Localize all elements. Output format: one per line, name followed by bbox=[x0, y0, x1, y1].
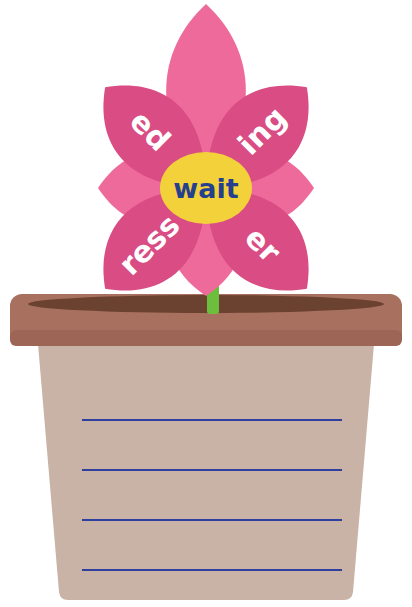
writing-line bbox=[82, 419, 342, 421]
base-word: wait bbox=[173, 175, 238, 202]
center-disc bbox=[160, 152, 252, 224]
writing-lines bbox=[82, 420, 342, 570]
pot-rim bbox=[10, 294, 402, 346]
writing-line bbox=[82, 519, 342, 521]
writing-line bbox=[82, 469, 342, 471]
writing-line bbox=[82, 569, 342, 571]
pot-body bbox=[38, 344, 374, 600]
pot-opening bbox=[28, 295, 384, 313]
pot-rim-shade bbox=[10, 330, 402, 346]
flower-center: wait bbox=[160, 152, 252, 224]
